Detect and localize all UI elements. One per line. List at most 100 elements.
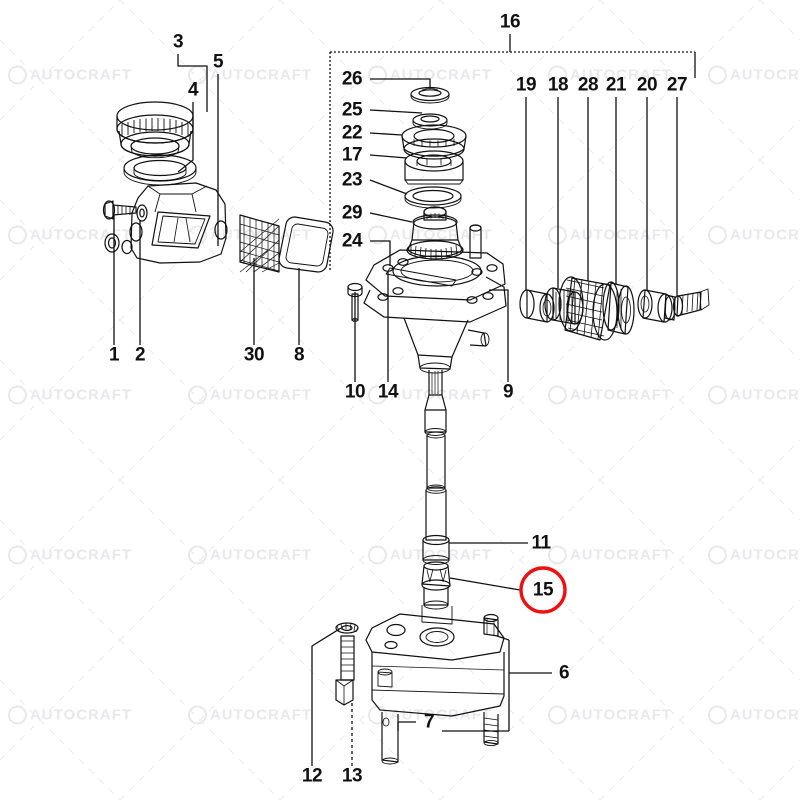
callout-label-28[interactable]: 28 [577,74,599,96]
watermark-autocraft: AUTOCRAFT [707,385,800,405]
callout-label-6[interactable]: 6 [558,662,570,684]
watermark-text: AUTOCRAFT [729,66,800,84]
ring-logo-icon [187,545,207,565]
callout-label-16[interactable]: 16 [499,11,521,33]
ring-logo-icon [547,65,567,85]
callout-label-29[interactable]: 29 [341,202,363,224]
callout-label-9[interactable]: 9 [502,381,514,403]
part-nut-20 [637,289,676,323]
part-cap-gasket [123,154,197,186]
part-bearing-22 [401,124,467,160]
part-seal-17 [404,150,464,185]
part-oring-23 [404,186,462,209]
callout-label-2[interactable]: 2 [134,344,146,366]
ring-logo-icon [707,545,727,565]
watermark-autocraft: AUTOCRAFT [187,545,313,565]
callout-label-7[interactable]: 7 [423,711,435,733]
callout-label-23[interactable]: 23 [341,169,363,191]
ring-logo-icon [707,225,727,245]
part-cap-assembly [116,101,194,159]
callout-label-19[interactable]: 19 [515,74,537,96]
callout-label-4[interactable]: 4 [187,79,199,101]
watermark-text: AUTOCRAFT [569,66,673,84]
watermark-autocraft: AUTOCRAFT [547,65,673,85]
ring-logo-icon [707,385,727,405]
callout-label-8[interactable]: 8 [293,344,305,366]
callout-label-17[interactable]: 17 [341,144,363,166]
watermark-autocraft: AUTOCRAFT [7,65,133,85]
watermark-text: AUTOCRAFT [729,386,800,404]
watermark-text: AUTOCRAFT [729,226,800,244]
part-pump-body [365,605,505,765]
watermark-autocraft: AUTOCRAFT [547,545,673,565]
part-steering-shaft [421,370,451,610]
part-housing-flange [363,224,507,374]
watermark-text: AUTOCRAFT [29,66,133,84]
ring-logo-icon [187,385,207,405]
watermark-autocraft: AUTOCRAFT [707,545,800,565]
callout-label-13[interactable]: 13 [341,765,363,787]
watermark-text: AUTOCRAFT [209,546,313,564]
part-filter-cover [278,216,334,273]
ring-logo-icon [187,705,207,725]
watermark-autocraft: AUTOCRAFT [367,225,493,245]
watermark-autocraft: AUTOCRAFT [187,705,313,725]
ring-logo-icon [367,225,387,245]
ring-logo-icon [367,385,387,405]
watermark-autocraft: AUTOCRAFT [707,225,800,245]
callout-label-11[interactable]: 11 [531,532,551,554]
ring-logo-icon [7,545,27,565]
watermark-text: AUTOCRAFT [729,706,800,724]
watermark-text: AUTOCRAFT [569,226,673,244]
watermark-autocraft: AUTOCRAFT [367,545,493,565]
watermark-text: AUTOCRAFT [569,546,673,564]
callout-label-10[interactable]: 10 [344,381,366,403]
callout-label-21[interactable]: 21 [605,74,627,96]
ring-logo-icon [707,65,727,85]
callout-label-18[interactable]: 18 [547,74,569,96]
part-long-bolt-13 [335,635,355,706]
part-banjo-bolt [102,200,137,220]
watermark-text: AUTOCRAFT [389,226,493,244]
part-valve-body [104,182,228,264]
ring-logo-icon [7,225,27,245]
callout-label-24[interactable]: 24 [341,230,363,252]
ring-logo-icon [547,705,567,725]
part-sealing-washer [136,204,148,222]
watermark-text: AUTOCRAFT [209,66,313,84]
part-filter-screen [239,214,280,273]
callout-label-27[interactable]: 27 [666,74,688,96]
watermark-text: AUTOCRAFT [209,706,313,724]
callout-label-5[interactable]: 5 [212,51,224,73]
watermark-text: AUTOCRAFT [29,386,133,404]
watermark-text: AUTOCRAFT [729,546,800,564]
watermark-text: AUTOCRAFT [209,386,313,404]
callout-label-25[interactable]: 25 [341,99,363,121]
watermark-autocraft: AUTOCRAFT [187,385,313,405]
watermark-autocraft: AUTOCRAFT [7,385,133,405]
highlight-ring-15 [519,566,567,614]
part-bearing-18 [544,287,584,325]
ring-logo-icon [7,65,27,85]
callout-label-26[interactable]: 26 [341,68,363,90]
callout-label-14[interactable]: 14 [377,381,399,403]
ring-logo-icon [707,705,727,725]
ring-logo-icon [367,545,387,565]
callout-label-22[interactable]: 22 [341,122,363,144]
callout-label-20[interactable]: 20 [636,74,658,96]
watermark-text: AUTOCRAFT [29,546,133,564]
part-snap-ring-26 [410,86,450,104]
callout-label-12[interactable]: 12 [301,765,323,787]
watermark-text: AUTOCRAFT [389,546,493,564]
callout-label-30[interactable]: 30 [243,344,265,366]
callout-label-3[interactable]: 3 [172,31,184,53]
watermark-autocraft: AUTOCRAFT [7,705,132,725]
watermark-text: AUTOCRAFT [569,386,673,404]
ring-logo-icon [547,545,567,565]
watermark-autocraft: AUTOCRAFT [7,545,133,565]
watermark-autocraft: AUTOCRAFT [547,705,672,725]
part-bearing-21 [602,281,635,335]
callout-label-1[interactable]: 1 [108,344,120,366]
callout-label-15[interactable]: 15 [532,579,554,601]
